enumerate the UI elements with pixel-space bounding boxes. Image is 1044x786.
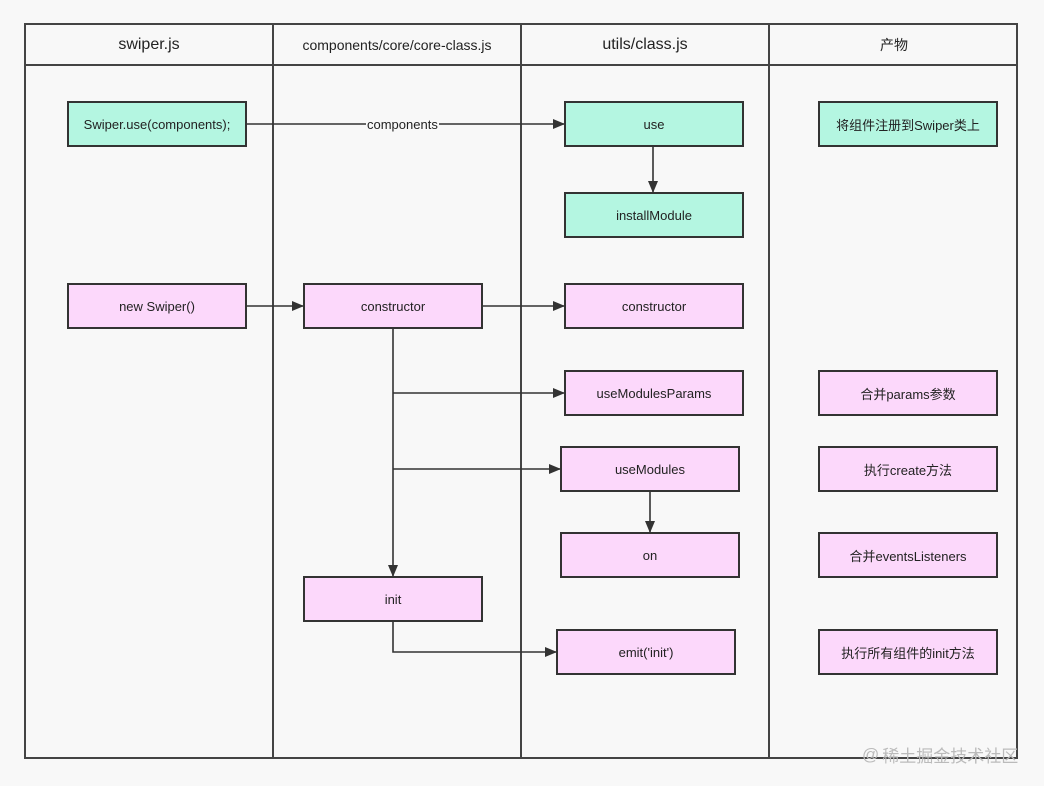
column-divider bbox=[272, 23, 274, 759]
edge-label-components: components bbox=[366, 117, 439, 132]
node-use: use bbox=[564, 101, 744, 147]
column-header-swiper: swiper.js bbox=[118, 36, 180, 53]
node-new-swiper: new Swiper() bbox=[67, 283, 247, 329]
node-init: init bbox=[303, 576, 483, 622]
column-header-core-class: components/core/core-class.js bbox=[302, 37, 492, 53]
result-register: 将组件注册到Swiper类上 bbox=[818, 101, 998, 147]
arrow-emit-init bbox=[392, 622, 557, 657]
node-class-constructor: constructor bbox=[564, 283, 744, 329]
result-merge-events: 合并eventsListeners bbox=[818, 532, 998, 578]
node-install-module: installModule bbox=[564, 192, 744, 238]
column-divider bbox=[768, 23, 770, 759]
node-use-modules: useModules bbox=[560, 446, 740, 492]
node-on: on bbox=[560, 532, 740, 578]
result-merge-params: 合并params参数 bbox=[818, 370, 998, 416]
node-use-modules-params: useModulesParams bbox=[564, 370, 744, 416]
node-swiper-use: Swiper.use(components); bbox=[67, 101, 247, 147]
result-exec-create: 执行create方法 bbox=[818, 446, 998, 492]
watermark-text: 稀土掘金技术社区 bbox=[882, 747, 1019, 766]
node-core-constructor: constructor bbox=[303, 283, 483, 329]
node-emit-init: emit('init') bbox=[556, 629, 736, 675]
header-divider bbox=[24, 64, 1018, 66]
column-divider bbox=[520, 23, 522, 759]
result-exec-init: 执行所有组件的init方法 bbox=[818, 629, 998, 675]
column-header-output: 产物 bbox=[880, 37, 908, 53]
watermark: @ 稀土掘金技术社区 bbox=[862, 742, 1018, 767]
column-header-utils-class: utils/class.js bbox=[602, 36, 688, 53]
at-icon: @ bbox=[862, 744, 880, 764]
